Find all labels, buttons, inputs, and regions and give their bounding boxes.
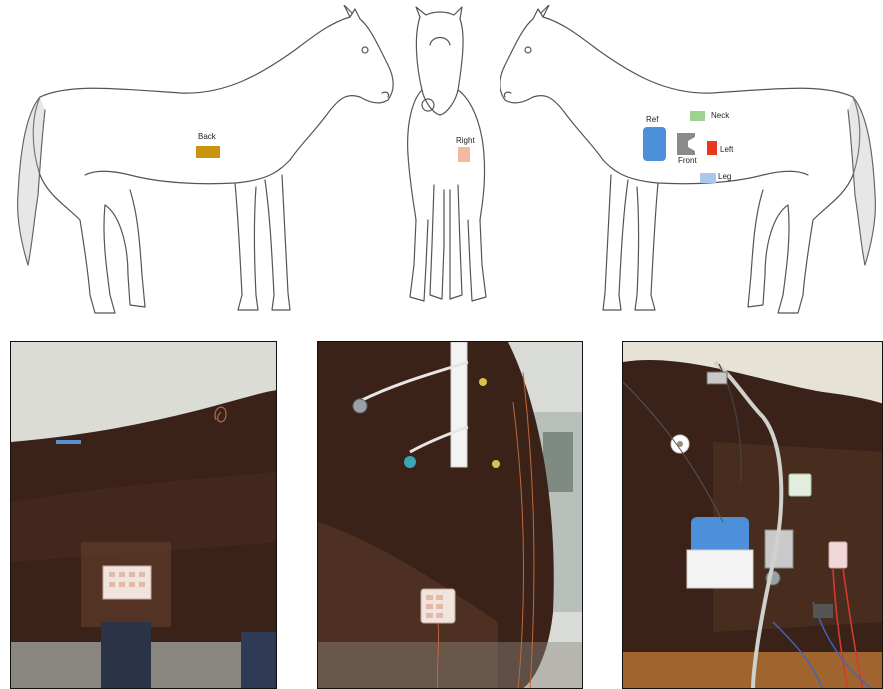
back-electrode-marker xyxy=(196,146,220,158)
leg-electrode-marker xyxy=(700,173,716,183)
photo-left-side-electrodes xyxy=(622,341,883,689)
front-label: Front xyxy=(678,157,697,165)
neck-electrode-marker xyxy=(690,111,705,121)
right-label: Right xyxy=(456,137,475,145)
horse-side-right-icon xyxy=(500,5,883,325)
ref-label: Ref xyxy=(646,116,658,124)
horse-side-left-icon xyxy=(10,5,400,325)
leg-label: Leg xyxy=(718,173,731,181)
right-electrode-marker xyxy=(458,147,470,162)
photo-front-electrode xyxy=(317,341,583,689)
horse-front-icon xyxy=(400,5,500,325)
back-label: Back xyxy=(198,133,216,141)
left-label: Left xyxy=(720,146,733,154)
front-electrode-marker xyxy=(677,133,695,155)
neck-label: Neck xyxy=(711,112,729,120)
horse-diagram-panel: Back Right xyxy=(0,0,883,330)
ref-electrode-marker xyxy=(643,127,666,161)
left-electrode-marker xyxy=(707,141,717,155)
photo-back-electrode xyxy=(10,341,277,689)
